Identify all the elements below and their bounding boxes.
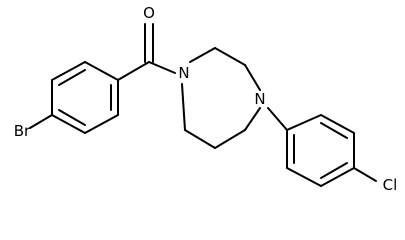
atom-oxygen: O — [143, 4, 155, 22]
bond-br-ring-2 — [51, 61, 86, 81]
bond-cl-ring-4 — [320, 167, 355, 187]
bond-br-ring-1 — [84, 61, 119, 81]
bond-cl-ring-inner-1 — [320, 122, 348, 139]
bond-carbonyl-ring — [117, 61, 150, 81]
bond-carbonyl-n — [148, 61, 176, 74]
bond-pip-3 — [244, 64, 261, 91]
bond-pip-7 — [181, 83, 186, 131]
bond-cl-ring-1 — [286, 114, 322, 131]
structure-canvas: O N N Br Cl — [14, 4, 398, 194]
atom-nitrogen-aryl: N — [254, 90, 265, 108]
bond-br-ring-4 — [51, 114, 86, 134]
bond-c-br — [29, 114, 53, 129]
bond-br-ring-inner-1 — [58, 69, 86, 86]
bond-br-ring-inner-2 — [58, 109, 86, 126]
bond-pip-4 — [244, 107, 261, 131]
bond-br-ring-5 — [84, 114, 119, 134]
bond-pip-2 — [214, 47, 246, 66]
bond-cl-ring-2 — [320, 114, 355, 134]
atom-nitrogen-amide: N — [178, 64, 189, 82]
bond-cl-ring-5 — [286, 167, 322, 187]
atom-bromine: Br — [14, 122, 31, 140]
bond-n-ring — [267, 107, 288, 131]
bond-cl-ring-inner-2 — [320, 162, 348, 179]
bond-pip-5 — [214, 129, 246, 149]
bond-pip-1 — [189, 47, 216, 63]
bond-pip-6 — [184, 129, 216, 149]
atom-chlorine: Cl — [383, 176, 398, 194]
bond-c-cl — [353, 167, 377, 182]
molecule-structure: O N N Br Cl — [14, 4, 398, 194]
